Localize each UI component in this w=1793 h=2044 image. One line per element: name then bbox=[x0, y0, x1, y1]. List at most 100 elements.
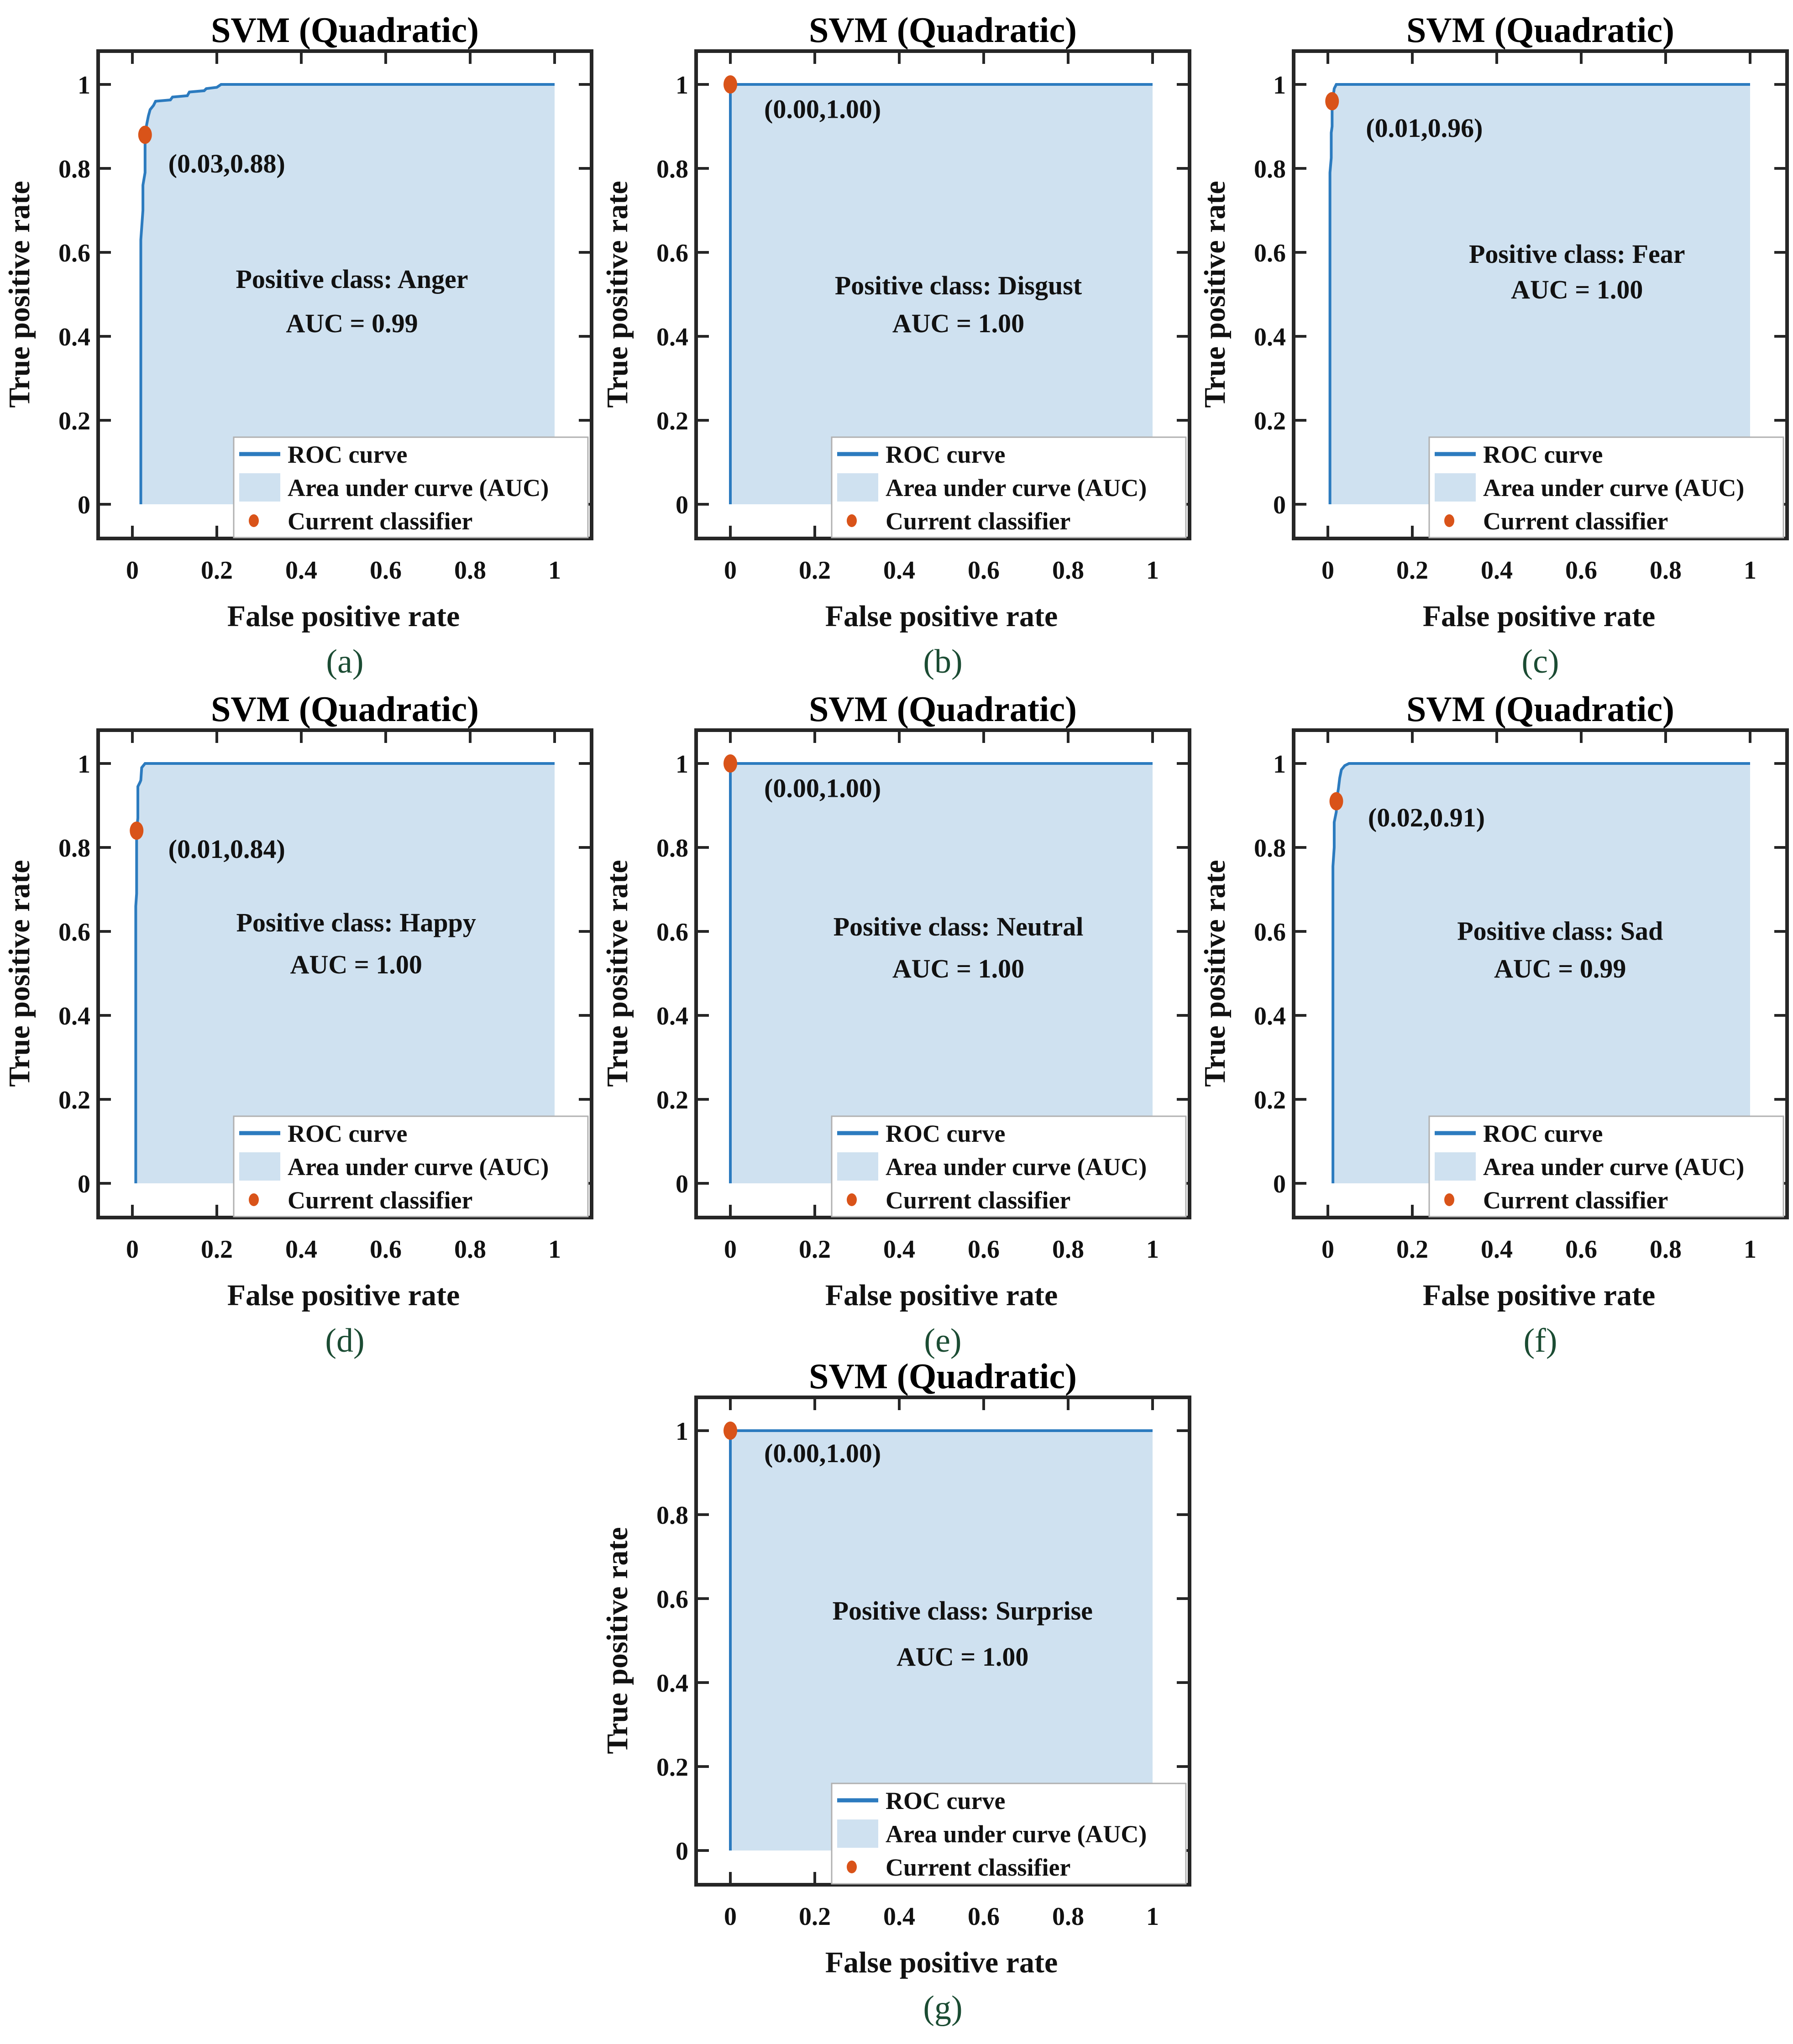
axes-box bbox=[96, 49, 593, 540]
legend-item-label: ROC curve bbox=[886, 1787, 1005, 1814]
y-tick-label: 0 bbox=[78, 1170, 90, 1198]
y-tick-label: 0.8 bbox=[656, 1501, 688, 1530]
auc-patch-sample bbox=[837, 473, 878, 502]
auc-text: AUC = 1.00 bbox=[892, 308, 1024, 338]
roc-curve bbox=[1328, 83, 1750, 504]
y-tick-label: 0.8 bbox=[58, 834, 90, 863]
plot-title: SVM (Quadratic) bbox=[1406, 10, 1674, 50]
classifier-marker-sample bbox=[847, 1861, 857, 1873]
plot-title: SVM (Quadratic) bbox=[809, 689, 1077, 729]
y-tick-label: 0.8 bbox=[1254, 155, 1286, 183]
y-tick-label: 0.8 bbox=[1254, 834, 1286, 863]
y-axis-label: True positive rate bbox=[601, 1527, 634, 1754]
y-tick-label: 0.4 bbox=[1254, 1002, 1286, 1030]
panel-letter: (c) bbox=[1521, 643, 1559, 680]
x-tick-label: 0.2 bbox=[201, 556, 233, 585]
x-tick-label: 1 bbox=[1744, 1235, 1756, 1264]
axes-box bbox=[1292, 49, 1789, 540]
panel-letter: (f) bbox=[1524, 1322, 1557, 1359]
auc-patch-sample bbox=[1435, 1152, 1476, 1181]
auc-area bbox=[730, 763, 1153, 1183]
x-tick-label: 0.2 bbox=[799, 1903, 831, 1931]
roc-curve bbox=[139, 83, 555, 504]
axes-box bbox=[96, 728, 593, 1219]
y-axis-label: True positive rate bbox=[3, 860, 36, 1087]
operating-point-marker bbox=[138, 125, 152, 144]
positive-class-text: Positive class: Neutral bbox=[834, 912, 1084, 941]
y-axis-label: True positive rate bbox=[601, 860, 634, 1087]
legend-item-label: Current classifier bbox=[886, 507, 1070, 535]
x-tick-label: 0 bbox=[724, 1235, 737, 1264]
classifier-marker-sample bbox=[1444, 1193, 1454, 1206]
x-tick-label: 0.6 bbox=[968, 556, 1000, 585]
x-tick-label: 0 bbox=[724, 1903, 737, 1931]
legend-item-label: Current classifier bbox=[886, 1854, 1070, 1881]
x-axis-label: False positive rate bbox=[227, 1279, 460, 1312]
operating-point-marker bbox=[130, 821, 144, 840]
y-tick-label: 0.4 bbox=[58, 1002, 90, 1030]
panel-letter: (e) bbox=[924, 1322, 961, 1359]
x-axis-label: False positive rate bbox=[1423, 600, 1656, 633]
x-tick-label: 0.6 bbox=[1565, 556, 1597, 585]
legend-item-label: Current classifier bbox=[288, 1187, 472, 1214]
y-tick-label: 0.8 bbox=[656, 155, 688, 183]
positive-class-text: Positive class: Sad bbox=[1457, 916, 1663, 946]
x-tick-label: 0.6 bbox=[968, 1903, 1000, 1931]
auc-area bbox=[1333, 763, 1750, 1183]
legend-item-label: ROC curve bbox=[886, 441, 1005, 468]
panel-letter: (a) bbox=[326, 643, 363, 680]
classifier-marker-sample bbox=[847, 514, 857, 527]
x-tick-label: 0.4 bbox=[285, 556, 317, 585]
x-tick-label: 0.8 bbox=[1650, 1235, 1682, 1264]
legend-item-label: Area under curve (AUC) bbox=[288, 474, 549, 502]
y-tick-label: 0.6 bbox=[1254, 239, 1286, 267]
x-tick-label: 0.2 bbox=[799, 556, 831, 585]
legend-item-label: Current classifier bbox=[886, 1187, 1070, 1214]
legend-item-label: Area under curve (AUC) bbox=[886, 1153, 1147, 1181]
axes-box bbox=[694, 1396, 1191, 1887]
y-tick-label: 1 bbox=[1273, 71, 1286, 99]
legend-box bbox=[233, 436, 589, 538]
x-tick-label: 0.4 bbox=[883, 556, 915, 585]
x-tick-label: 1 bbox=[1744, 556, 1756, 585]
y-tick-label: 0.6 bbox=[58, 918, 90, 946]
x-tick-label: 0.4 bbox=[883, 1903, 915, 1931]
y-tick-label: 1 bbox=[78, 750, 90, 779]
x-tick-label: 0.2 bbox=[1396, 556, 1428, 585]
y-tick-label: 0.8 bbox=[58, 155, 90, 183]
auc-area bbox=[730, 1431, 1153, 1851]
y-tick-label: 0.2 bbox=[656, 407, 688, 435]
x-tick-label: 0.2 bbox=[1396, 1235, 1428, 1264]
y-tick-label: 0.4 bbox=[656, 1669, 688, 1698]
auc-patch-sample bbox=[837, 1152, 878, 1181]
plot-title: SVM (Quadratic) bbox=[1406, 689, 1674, 729]
legend-box bbox=[831, 436, 1187, 538]
y-tick-label: 0.2 bbox=[1254, 1086, 1286, 1114]
positive-class-text: Positive class: Surprise bbox=[833, 1596, 1093, 1626]
auc-text: AUC = 0.99 bbox=[286, 308, 418, 338]
positive-class-text: Positive class: Disgust bbox=[835, 271, 1082, 300]
x-tick-label: 0.6 bbox=[968, 1235, 1000, 1264]
x-tick-label: 0 bbox=[1321, 1235, 1334, 1264]
y-tick-label: 0.4 bbox=[58, 323, 90, 351]
x-axis-label: False positive rate bbox=[227, 600, 460, 633]
legend-item-label: ROC curve bbox=[288, 1120, 407, 1147]
axes-box bbox=[694, 49, 1191, 540]
y-tick-label: 0 bbox=[676, 491, 688, 519]
plot-title: SVM (Quadratic) bbox=[211, 10, 479, 50]
y-axis-label: True positive rate bbox=[1198, 181, 1232, 408]
operating-point-label: (0.00,1.00) bbox=[764, 774, 881, 803]
y-tick-label: 0 bbox=[676, 1837, 688, 1866]
y-tick-label: 1 bbox=[676, 750, 688, 779]
auc-text: AUC = 1.00 bbox=[896, 1642, 1028, 1672]
operating-point-marker bbox=[1325, 92, 1339, 110]
